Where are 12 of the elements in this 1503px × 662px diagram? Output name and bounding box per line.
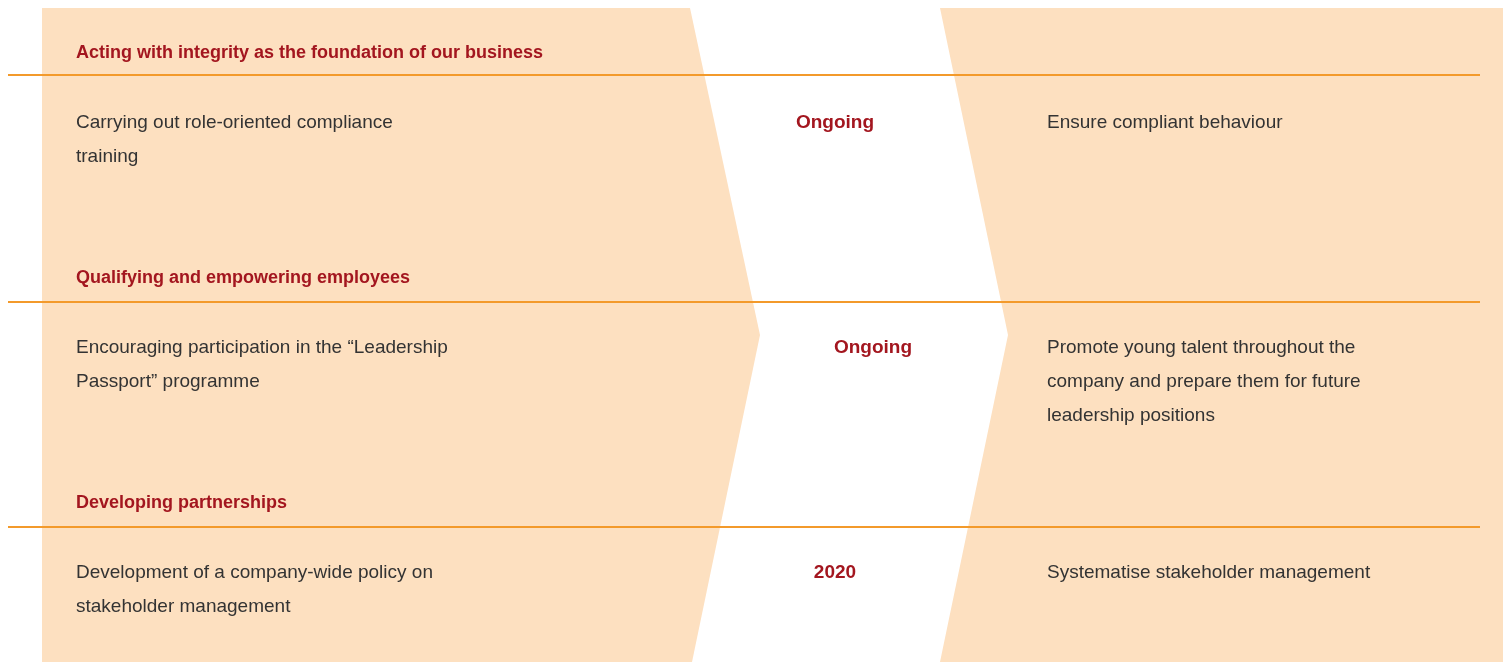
heading-text: Qualifying and empowering employees [76, 266, 411, 289]
action-text: Encouraging participation in the “Leadership Passport” programme [76, 335, 449, 393]
heading-text: Developing partnerships [76, 491, 288, 514]
action-text: Carrying out role-oriented compliance training [76, 110, 394, 168]
timeline-text: 2020 [812, 560, 858, 584]
action-text: Development of a company-wide policy on stakeholder management [76, 560, 434, 618]
goal-text: Promote young talent throughout the company and prepare them for future leadership positions [1047, 335, 1362, 427]
heading-text: Acting with integrity as the foundation of our business [76, 41, 543, 64]
timeline-text: Ongoing [832, 335, 914, 359]
goal-text: Systematise stakeholder management [1047, 560, 1372, 584]
timeline-text: Ongoing [794, 110, 876, 134]
goal-text: Ensure compliant behaviour [1047, 110, 1284, 134]
